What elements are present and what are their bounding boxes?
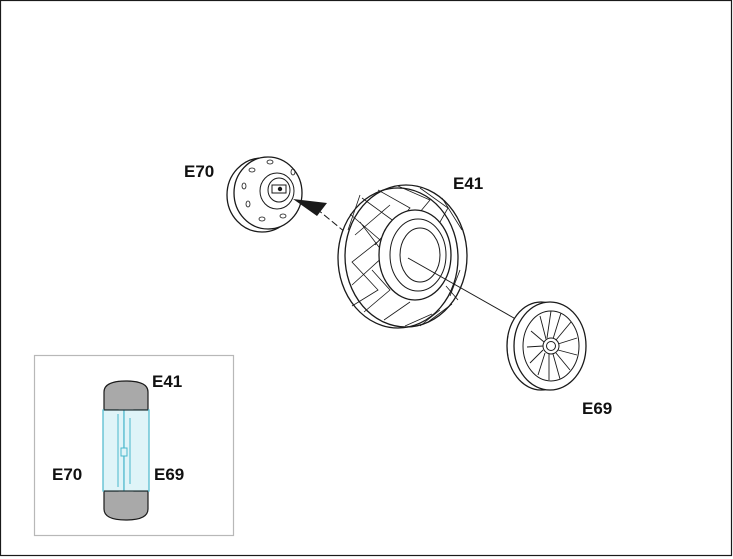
label-e69: E69 <box>582 399 612 418</box>
inset-tire-section-bottom <box>103 486 149 521</box>
inset-label-e69: E69 <box>154 465 184 484</box>
inset-label-e41: E41 <box>152 372 182 391</box>
inset-hub-e69 <box>123 409 150 492</box>
label-e70: E70 <box>184 162 214 181</box>
inset-tire-section <box>103 380 149 415</box>
label-e41: E41 <box>453 174 483 193</box>
assembly-inset: E41 E70 E69 <box>33 354 235 537</box>
assembly-arrow <box>293 199 346 233</box>
hub-e69-part <box>506 301 587 391</box>
inset-label-e70: E70 <box>52 465 82 484</box>
tire-e41-part <box>337 184 468 329</box>
assembly-axis-line <box>407 257 522 323</box>
hub-e70-part <box>226 156 303 233</box>
